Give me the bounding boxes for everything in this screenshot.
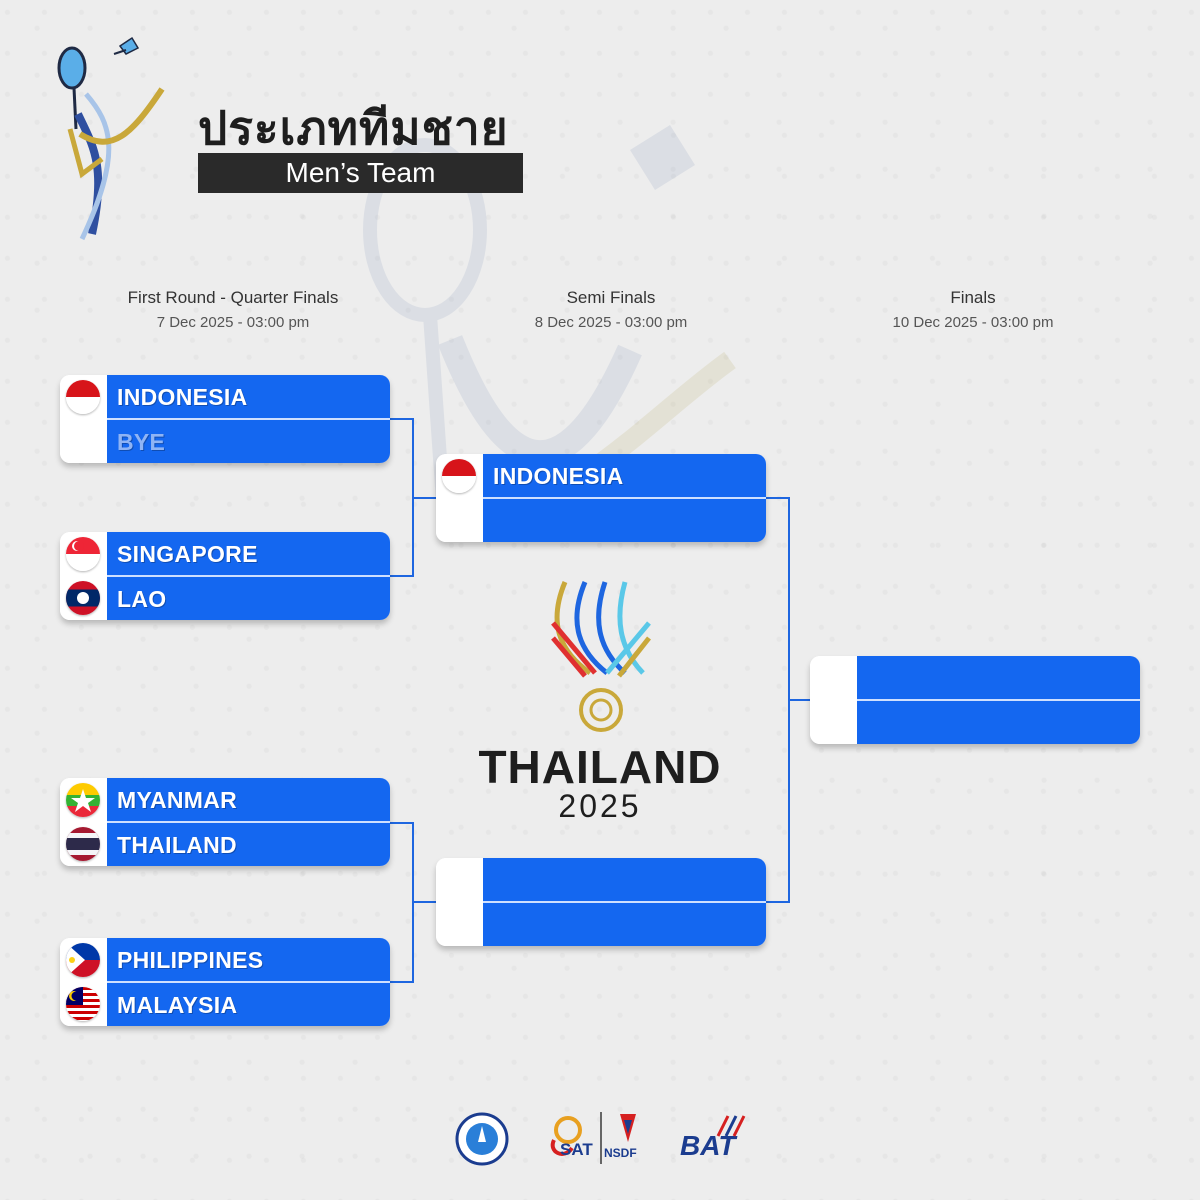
team-slot-empty <box>483 903 766 946</box>
sea-games-emblem-icon <box>551 581 651 732</box>
round-header-finals: Finals 10 Dec 2025 - 03:00 pm <box>823 288 1123 331</box>
round-name: First Round - Quarter Finals <box>127 288 339 307</box>
round-header-quarter-finals: First Round - Quarter Finals 7 Dec 2025 … <box>83 288 383 331</box>
connector-line <box>389 418 413 420</box>
singapore-flag-icon <box>66 537 100 571</box>
team-slot-bye: BYE <box>107 420 390 463</box>
connector-line <box>389 822 413 824</box>
connector-line <box>389 575 413 577</box>
connector-line <box>765 497 789 499</box>
round-name: Semi Finals <box>566 288 656 307</box>
bat-logo-icon <box>716 1115 746 1137</box>
lao-flag-icon <box>66 581 100 615</box>
page-title-thai: ประเภททีมชาย <box>198 101 509 155</box>
match-qf-2: SINGAPORE LAO <box>60 532 390 620</box>
nsdf-logo-text: NSDF <box>604 1146 637 1160</box>
logo-divider <box>600 1112 602 1164</box>
thailand-flag-icon <box>66 827 100 861</box>
match-sf-2 <box>436 858 766 946</box>
team-slot: INDONESIA <box>107 375 390 418</box>
sea-games-year: 2025 <box>558 788 642 824</box>
connector-line <box>389 981 413 983</box>
match-final <box>810 656 1140 744</box>
team-slot-empty <box>483 499 766 542</box>
nsdf-logo-icon <box>620 1114 636 1142</box>
team-slot-empty <box>857 701 1140 744</box>
team-slot: MALAYSIA <box>107 983 390 1026</box>
team-slot: SINGAPORE <box>107 532 390 575</box>
sea-games-wordmark: THAILAND <box>478 741 722 793</box>
indonesia-flag-icon <box>442 459 476 493</box>
team-slot-empty <box>857 656 1140 699</box>
team-slot: LAO <box>107 577 390 620</box>
round-header-semi-finals: Semi Finals 8 Dec 2025 - 03:00 pm <box>461 288 761 331</box>
team-slot: THAILAND <box>107 823 390 866</box>
badminton-mascot-icon <box>57 36 165 241</box>
sat-logo-icon <box>550 1116 582 1156</box>
round-name: Finals <box>950 288 996 307</box>
connector-line <box>413 497 436 499</box>
myanmar-flag-icon <box>66 783 100 817</box>
malaysia-flag-icon <box>66 987 100 1021</box>
connector-line <box>413 901 436 903</box>
match-sf-1: INDONESIA <box>436 454 766 542</box>
round-date: 10 Dec 2025 - 03:00 pm <box>892 314 1054 331</box>
match-qf-3: MYANMAR THAILAND <box>60 778 390 866</box>
match-qf-1: INDONESIA BYE <box>60 375 390 463</box>
watermark-mascot-icon <box>363 125 736 540</box>
match-qf-4: PHILIPPINES MALAYSIA <box>60 938 390 1026</box>
connector-line <box>789 699 810 701</box>
team-slot: MYANMAR <box>107 778 390 821</box>
indonesia-flag-icon <box>66 380 100 414</box>
team-slot-empty <box>483 858 766 901</box>
philippines-flag-icon <box>66 943 100 977</box>
ministry-seal-icon <box>455 1112 509 1166</box>
team-slot: INDONESIA <box>483 454 766 497</box>
sat-logo-text: SAT <box>560 1140 593 1159</box>
round-date: 7 Dec 2025 - 03:00 pm <box>156 314 310 331</box>
team-slot: PHILIPPINES <box>107 938 390 981</box>
connector-line <box>765 901 789 903</box>
round-date: 8 Dec 2025 - 03:00 pm <box>534 314 688 331</box>
page-title-english: Men’s Team <box>198 153 523 193</box>
